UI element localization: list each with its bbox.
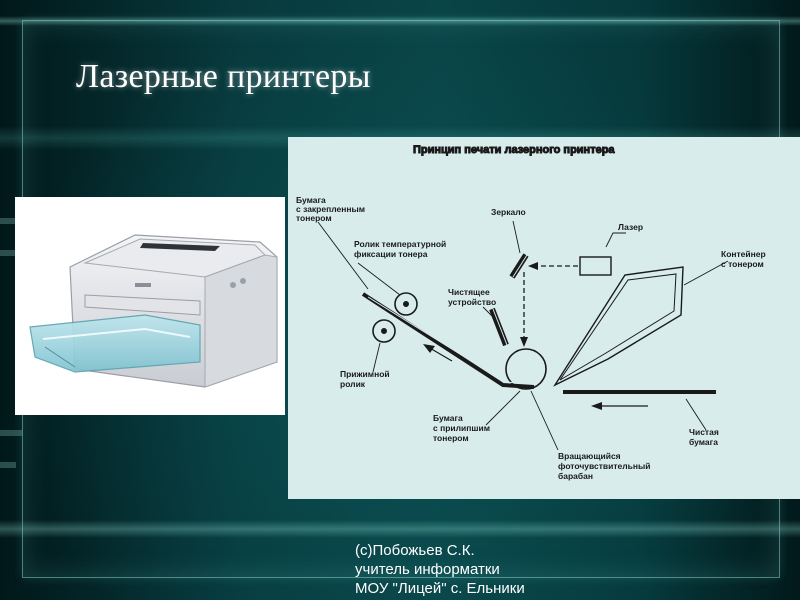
label-toner-container-1: Контейнер bbox=[721, 249, 766, 259]
label-fuser-roller-2: фиксации тонера bbox=[354, 249, 428, 259]
label-drum-2: фоточувствительный bbox=[558, 461, 651, 471]
laser-unit bbox=[580, 257, 611, 275]
author-credit: (c)Побожьев С.К. учитель информатки МОУ … bbox=[355, 541, 525, 598]
credit-line-role: учитель информатки bbox=[355, 560, 525, 579]
label-clean-paper-2: бумага bbox=[689, 437, 718, 447]
label-pressure-roller-2: ролик bbox=[340, 379, 366, 389]
printer-photo bbox=[15, 197, 285, 415]
diagram-heading: Принцип печати лазерного принтера bbox=[413, 144, 615, 156]
label-fuser-roller-1: Ролик температурной bbox=[354, 239, 446, 249]
label-mirror: Зеркало bbox=[491, 207, 526, 217]
diagram-drawing: Принцип печати лазерного принтера bbox=[288, 137, 800, 499]
credit-line-school: МОУ "Лицей" с. Ельники bbox=[355, 579, 525, 598]
label-drum-1: Вращающийся bbox=[558, 451, 621, 461]
label-cleaner-1: Чистящее bbox=[448, 287, 490, 297]
label-paper-toner-1: Бумага bbox=[433, 413, 463, 423]
credit-line-author: (c)Побожьев С.К. bbox=[355, 541, 525, 560]
label-drum-3: барабан bbox=[558, 471, 593, 481]
label-cleaner-2: устройство bbox=[448, 297, 496, 307]
left-decor-stripe bbox=[0, 430, 22, 436]
label-laser: Лазер bbox=[618, 222, 643, 232]
cleaning-device bbox=[492, 309, 506, 345]
clean-paper-sheet bbox=[563, 390, 716, 394]
laser-printer-diagram: Принцип печати лазерного принтера bbox=[288, 137, 800, 499]
label-paper-fixed-3: тонером bbox=[296, 213, 332, 223]
left-decor-stripe bbox=[0, 462, 16, 468]
label-paper-toner-2: с прилипшим bbox=[433, 423, 490, 433]
label-toner-container-2: с тонером bbox=[721, 259, 764, 269]
printer-illustration bbox=[15, 197, 285, 415]
label-clean-paper-1: Чистая bbox=[689, 427, 719, 437]
toner-container bbox=[555, 267, 683, 385]
slide-title: Лазерные принтеры bbox=[76, 58, 371, 96]
label-pressure-roller-1: Прижимной bbox=[340, 369, 390, 379]
label-paper-toner-3: тонером bbox=[433, 433, 469, 443]
